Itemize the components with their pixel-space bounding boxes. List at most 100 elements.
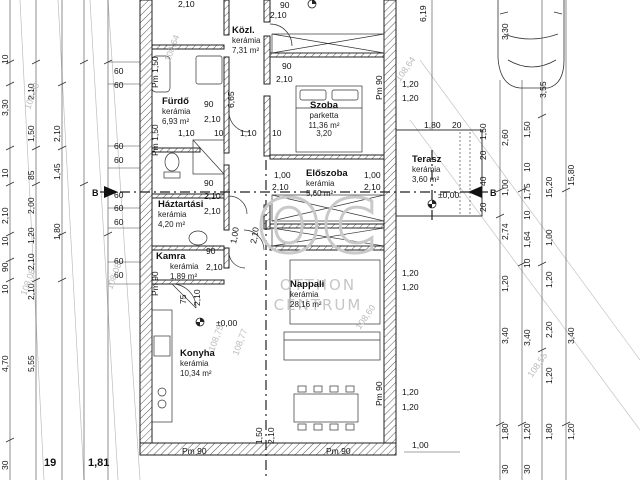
dim-label: 1,80 bbox=[544, 423, 554, 440]
dim-label: 1,20 bbox=[402, 268, 419, 278]
dim-label: 1,80 bbox=[500, 423, 510, 440]
dim-label: 2,10 bbox=[204, 114, 221, 124]
dim-label: 2,10 bbox=[26, 283, 36, 300]
section-marker-left: B bbox=[92, 188, 99, 198]
bed bbox=[295, 85, 363, 153]
room-area: 4,20 m² bbox=[158, 220, 185, 229]
room-area: 6,93 m² bbox=[162, 117, 189, 126]
dim-label: 1,20 bbox=[402, 387, 419, 397]
dim-label: 90 bbox=[280, 0, 290, 10]
watermark: OC OTTHON CENTRUM bbox=[256, 183, 378, 315]
dim-label: 2,10 bbox=[204, 206, 221, 216]
dim-label: 15,80 bbox=[566, 164, 576, 186]
dim-label: 1,75 bbox=[522, 183, 532, 200]
dim-label: 2,10 bbox=[192, 289, 202, 306]
outer-walls bbox=[139, 0, 397, 456]
kitchen-counter bbox=[151, 309, 173, 423]
dim-label: 2,10 bbox=[0, 207, 10, 224]
dim-label: 2,10 bbox=[266, 427, 276, 444]
left-dimension-lines bbox=[9, 0, 109, 480]
dim-label: Pm 1,50 bbox=[150, 56, 160, 88]
dim-label: 1,20 bbox=[26, 227, 36, 244]
right-dim-labels: 1,20 1,20 1,80 20 1,20 1,20 1,20 1,20 1,… bbox=[402, 5, 576, 474]
watermark-line2: CENTRUM bbox=[274, 296, 363, 314]
dim-label: 1,45 bbox=[52, 163, 62, 180]
left-dim-labels: 60 60 60 60 60 60 60 60 60 10 3,30 2,10 … bbox=[0, 54, 124, 470]
dim-label: 10 bbox=[0, 236, 10, 246]
bathroom-fixtures bbox=[151, 55, 225, 246]
dim-label: 1,50 bbox=[26, 125, 36, 142]
dim-label: 2,00 bbox=[26, 197, 36, 214]
watermark-line1: OTTHON bbox=[280, 276, 356, 294]
dim-label: 60 bbox=[114, 256, 124, 266]
left-dim-ticks bbox=[5, 59, 113, 443]
room-name: Közl. bbox=[232, 25, 255, 36]
dim-label: 10 bbox=[522, 210, 532, 220]
dim-label: 2,10 bbox=[204, 191, 221, 201]
dim-label: 3,30 bbox=[0, 99, 10, 116]
opening-labels: 2,10 2,10 90 90 2,10 90 2,10 6,65 1,10 1… bbox=[150, 0, 384, 456]
dim-label: 60 bbox=[114, 141, 124, 151]
watermark-logo: OC bbox=[257, 184, 378, 270]
dim-label: 1,80 bbox=[52, 223, 62, 240]
terrain-lines-left bbox=[19, 0, 141, 480]
dim-label: 20 bbox=[478, 150, 488, 160]
elevation-label: 108,77 bbox=[230, 327, 249, 356]
room-nappali: Nappali kerámia 28,16 m² bbox=[290, 279, 324, 309]
dim-label: Pm 90 bbox=[374, 75, 384, 100]
room-haztartasi: Háztartási kerámia 4,20 m² bbox=[158, 199, 203, 229]
dim-label: 1,20 bbox=[500, 275, 510, 292]
dim-label: 19 bbox=[44, 457, 56, 469]
room-material: kerámia bbox=[180, 359, 209, 368]
dim-label: 60 bbox=[114, 80, 124, 90]
level-marker-top bbox=[307, 0, 317, 9]
room-konyha: Konyha kerámia 10,34 m² bbox=[180, 348, 216, 378]
dim-label: 1,10 bbox=[240, 128, 257, 138]
dim-label: 3,55 bbox=[538, 81, 548, 98]
room-szoba: Szoba parketta 11,36 m² 3,20 bbox=[309, 100, 340, 138]
dim-label: 3,30 bbox=[500, 23, 510, 40]
dim-label: 2,10 bbox=[272, 182, 289, 192]
dim-label: 60 bbox=[114, 66, 124, 76]
dim-label: 30 bbox=[0, 460, 10, 470]
dim-label: 1,81 bbox=[88, 457, 109, 469]
dim-label: 30 bbox=[500, 464, 510, 474]
room-eloszoba: Előszoba kerámia 5,60 m² bbox=[306, 168, 348, 198]
dim-label: 1,80 bbox=[424, 120, 441, 130]
dim-label: Pm 90 bbox=[326, 446, 351, 456]
room-area: 5,60 m² bbox=[306, 189, 333, 198]
dim-label: 1,00 bbox=[544, 229, 554, 246]
dim-label: 6,19 bbox=[418, 5, 428, 22]
room-material: kerámia bbox=[162, 107, 191, 116]
dim-label: Pm 90 bbox=[150, 271, 160, 296]
inner-walls bbox=[151, 0, 385, 285]
room-area: 7,31 m² bbox=[232, 46, 259, 55]
dim-label: 2,10 bbox=[206, 262, 223, 272]
dim-label: 10 bbox=[272, 128, 282, 138]
room-name: Előszoba bbox=[306, 168, 348, 179]
section-arrow-right bbox=[468, 186, 482, 198]
dim-label: 2,10 bbox=[26, 253, 36, 270]
room-area: 11,36 m² bbox=[309, 121, 340, 130]
dim-label: 90 bbox=[204, 99, 214, 109]
dim-label: 60 bbox=[114, 217, 124, 227]
dim-label: 1,00 bbox=[364, 170, 381, 180]
dim-label: Pm 90 bbox=[374, 381, 384, 406]
dim-label: 15,20 bbox=[544, 176, 554, 198]
dim-label: 10 bbox=[214, 128, 224, 138]
room-area: 1,89 m² bbox=[170, 272, 197, 281]
room-material: kerámia bbox=[232, 36, 261, 45]
dim-label: 75 bbox=[178, 294, 188, 304]
room-kamra: Kamra kerámia 1,89 m² bbox=[156, 251, 199, 281]
dim-label: 20 bbox=[478, 202, 488, 212]
room-material: kerámia bbox=[170, 262, 199, 271]
dim-label: 90 bbox=[282, 61, 292, 71]
room-material: kerámia bbox=[290, 290, 319, 299]
dim-label: 30 bbox=[522, 464, 532, 474]
room-area: 3,60 m² bbox=[412, 175, 439, 184]
room-material: parketta bbox=[310, 111, 339, 120]
dim-label: 90 bbox=[206, 246, 216, 256]
room-area: 28,16 m² bbox=[290, 300, 322, 309]
dim-label: 1,20 bbox=[522, 423, 532, 440]
closet-marks bbox=[271, 33, 385, 247]
